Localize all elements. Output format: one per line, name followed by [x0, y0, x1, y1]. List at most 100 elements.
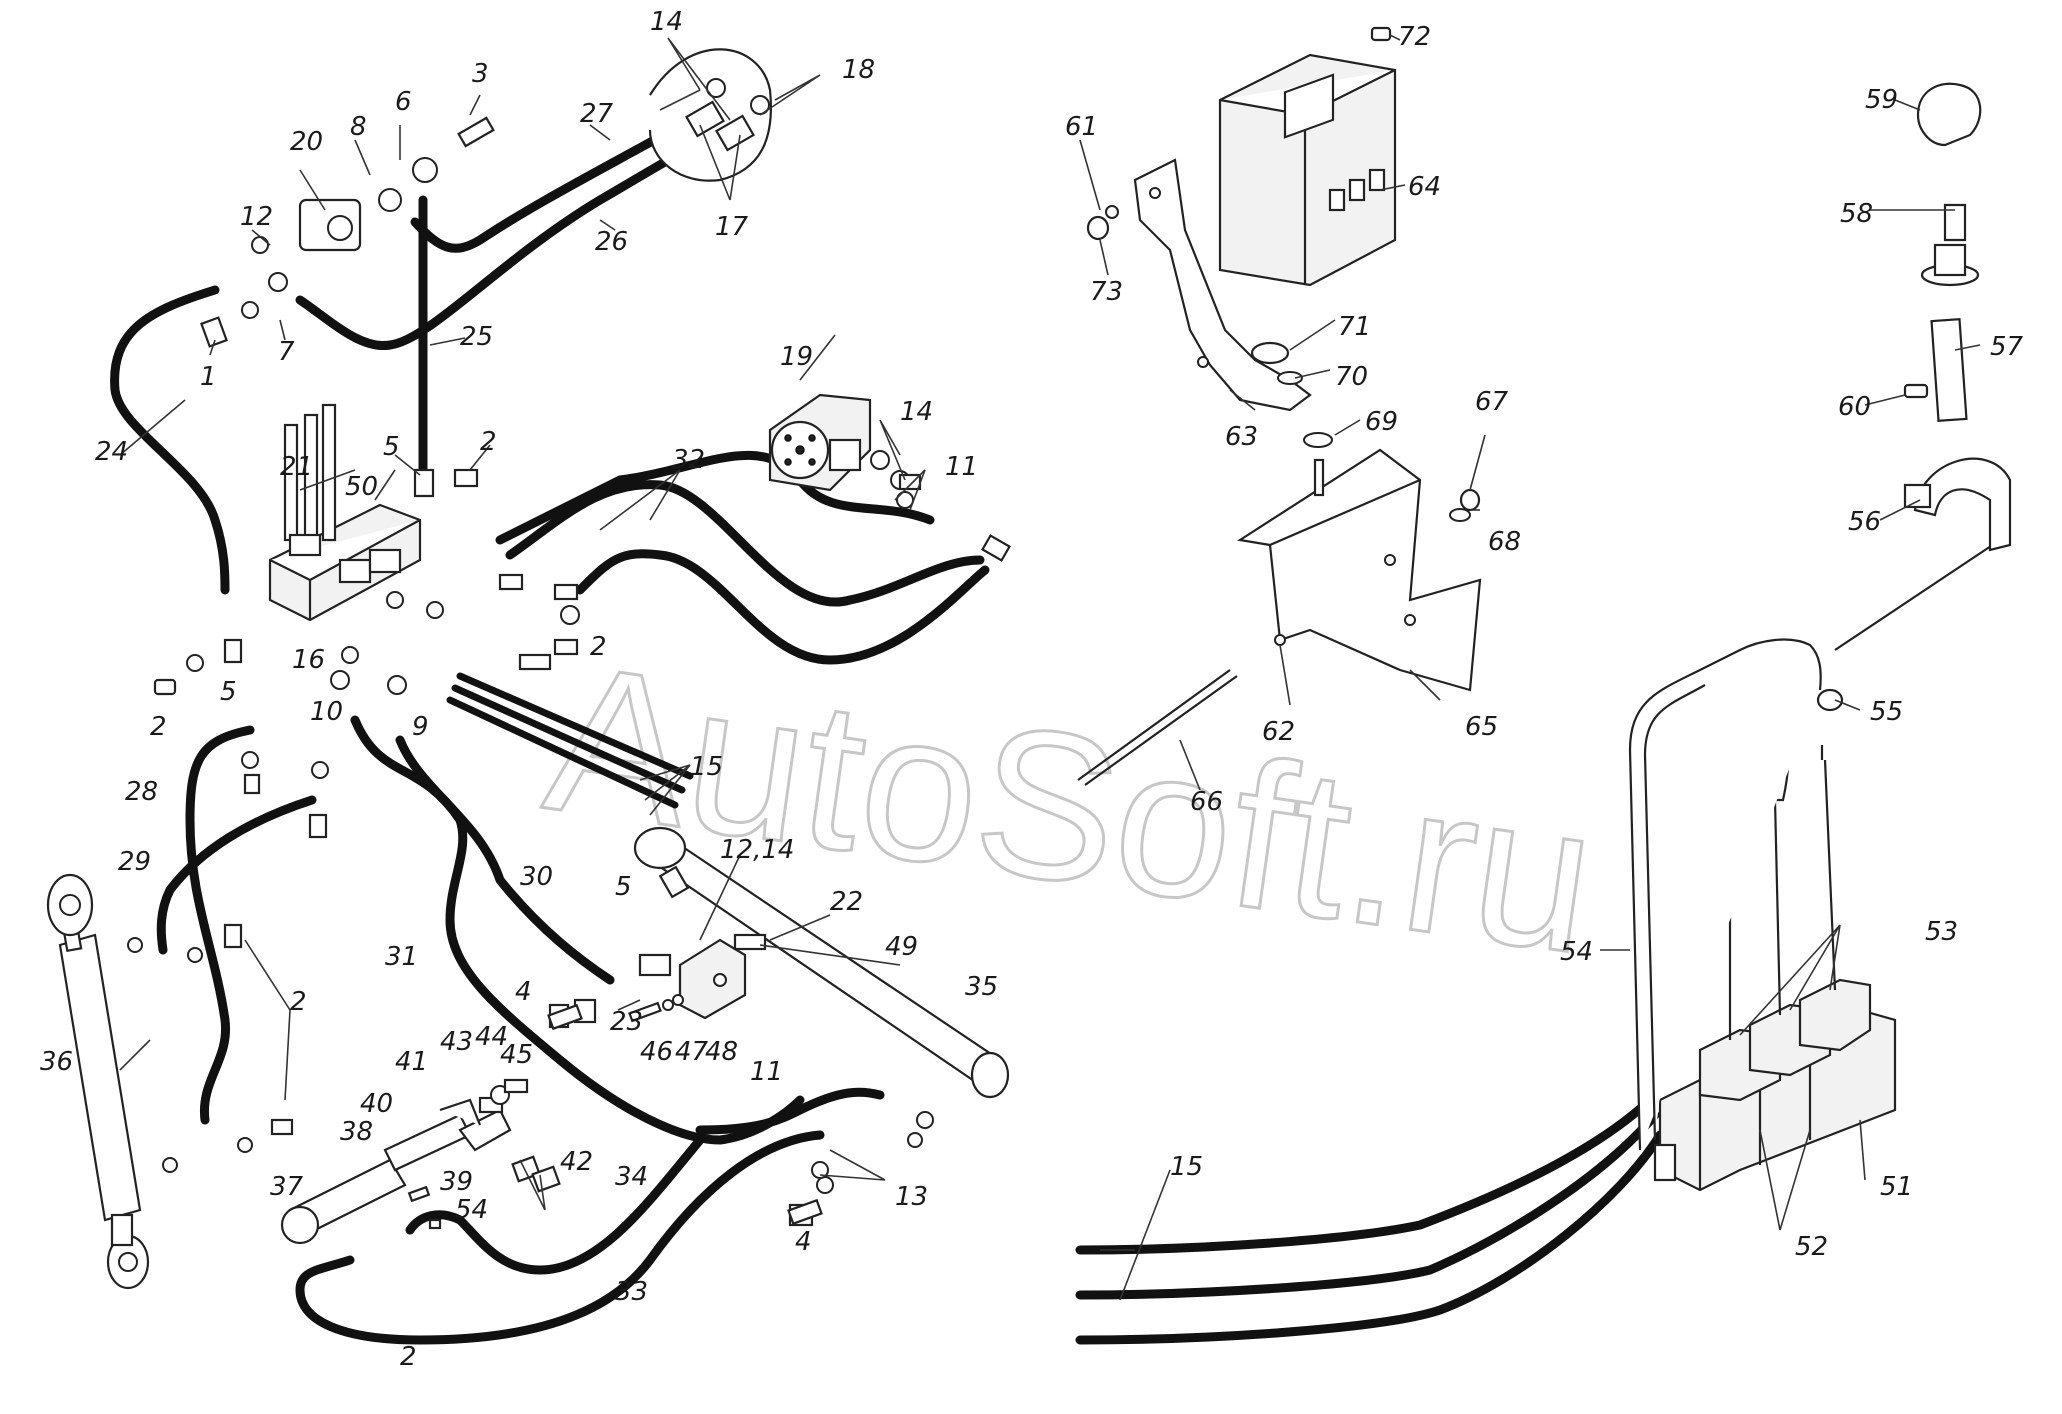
hose-15a	[446, 696, 679, 809]
callout-54-left: 54	[455, 1195, 488, 1225]
callout-54: 54	[1560, 937, 1593, 967]
callout-50: 50	[345, 472, 378, 502]
callout-11-pump: 11	[945, 452, 978, 482]
hydraulic-cylinder-36	[46, 873, 150, 1290]
callout-15-right: 15	[1170, 1152, 1203, 1182]
callout-5-low: 5	[615, 872, 632, 902]
hose-32a	[505, 480, 985, 607]
hose-34	[405, 1087, 885, 1275]
callout-5-mid: 5	[220, 677, 237, 707]
block-22	[638, 933, 767, 1020]
hose-27	[410, 115, 695, 253]
callout-64: 64	[1408, 172, 1441, 202]
distributor-block-21	[268, 403, 444, 664]
bracket-63	[1086, 158, 1312, 412]
callout-18: 18	[842, 55, 875, 85]
callout-35: 35	[965, 972, 998, 1002]
callout-29: 29	[118, 847, 151, 877]
callout-labels: 14 18 17 27 26 25 24 20 8 6 3 12 7 1 21 …	[40, 7, 2024, 1372]
callout-20: 20	[290, 127, 323, 157]
callout-57: 57	[1990, 332, 2024, 362]
callout-4-mid: 4	[515, 977, 532, 1007]
callout-25: 25	[460, 322, 493, 352]
callout-36: 36	[40, 1047, 73, 1077]
callout-65: 65	[1465, 712, 1498, 742]
hose-32c	[495, 451, 935, 545]
callout-12-14: 12,14	[720, 835, 794, 865]
hoses	[110, 115, 990, 1345]
callout-16: 16	[292, 645, 325, 675]
callout-41: 41	[395, 1047, 428, 1077]
valve-assembly	[280, 1078, 561, 1245]
pump-19	[768, 393, 1012, 562]
callout-14: 14	[650, 7, 683, 37]
callout-37: 37	[270, 1172, 304, 1202]
callout-42: 42	[560, 1147, 593, 1177]
callout-34: 34	[615, 1162, 648, 1192]
callout-58: 58	[1840, 199, 1873, 229]
callout-10: 10	[310, 697, 343, 727]
callout-73: 73	[1090, 277, 1123, 307]
callout-49: 49	[885, 932, 918, 962]
callout-32: 32	[672, 445, 705, 475]
callout-3: 3	[472, 59, 489, 89]
hose-15b	[451, 684, 686, 794]
callout-2-left: 2	[150, 712, 167, 742]
callout-31: 31	[385, 942, 418, 972]
bracket-65	[1077, 432, 1482, 786]
callout-23: 23	[610, 1007, 643, 1037]
callout-7: 7	[278, 337, 295, 367]
callout-2-cyl: 2	[290, 987, 307, 1017]
callout-70: 70	[1335, 362, 1368, 392]
callout-1: 1	[200, 362, 217, 392]
callout-62: 62	[1262, 717, 1295, 747]
callout-12: 12	[240, 202, 273, 232]
callout-52: 52	[1795, 1232, 1828, 1262]
hose-15c	[456, 672, 694, 780]
callout-67: 67	[1475, 387, 1509, 417]
callout-26: 26	[595, 227, 628, 257]
callout-21: 21	[280, 452, 313, 482]
callout-69: 69	[1365, 407, 1398, 437]
callout-43: 43	[440, 1027, 473, 1057]
hose-32b	[575, 549, 990, 665]
callout-45: 45	[500, 1040, 533, 1070]
control-panel-64	[1218, 26, 1397, 287]
fitting-detail-circle	[648, 48, 772, 182]
callout-46: 46	[640, 1037, 673, 1067]
callout-14-pump: 14	[900, 397, 933, 427]
hose-31	[350, 715, 805, 1145]
callout-38: 38	[340, 1117, 373, 1147]
callout-33: 33	[615, 1277, 648, 1307]
callout-5-top: 5	[383, 432, 400, 462]
callout-30: 30	[520, 862, 553, 892]
callout-72: 72	[1398, 22, 1431, 52]
callout-6: 6	[395, 87, 412, 117]
callout-59: 59	[1865, 85, 1898, 115]
callout-48: 48	[705, 1037, 738, 1067]
callout-28: 28	[125, 777, 158, 807]
hose-29	[156, 795, 317, 955]
callout-13: 13	[895, 1182, 928, 1212]
callout-44: 44	[475, 1022, 508, 1052]
callout-40: 40	[360, 1089, 393, 1119]
callout-22: 22	[830, 887, 863, 917]
callout-2-bottom: 2	[400, 1342, 417, 1372]
callout-9: 9	[412, 712, 429, 742]
callout-60: 60	[1838, 392, 1871, 422]
callout-68: 68	[1488, 527, 1521, 557]
callout-17: 17	[715, 212, 749, 242]
callout-55: 55	[1870, 697, 1903, 727]
callout-39: 39	[440, 1167, 473, 1197]
callout-2-top: 2	[480, 427, 497, 457]
callout-61: 61	[1065, 112, 1098, 142]
cylinder-35	[633, 826, 1010, 1099]
callout-51: 51	[1880, 1172, 1913, 1202]
callout-15-left: 15	[690, 752, 723, 782]
callout-19: 19	[780, 342, 813, 372]
callout-66: 66	[1190, 787, 1223, 817]
hose-28	[185, 725, 255, 1125]
callout-24: 24	[95, 437, 128, 467]
callout-71: 71	[1338, 312, 1371, 342]
